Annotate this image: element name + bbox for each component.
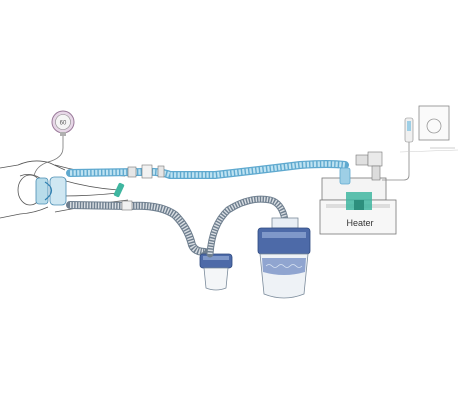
expiratory-limb (66, 201, 209, 256)
pressure-gauge: 60 (33, 110, 75, 177)
water-trap (199, 250, 233, 291)
reservoir-chamber (257, 217, 311, 299)
y-piece (121, 200, 133, 211)
patient-interface (35, 176, 67, 206)
bed-edge (399, 149, 458, 153)
wall-outlet (382, 105, 455, 181)
swivel-connector (113, 182, 125, 198)
heater-label: Heater (346, 218, 373, 228)
temperature-probe (127, 164, 165, 179)
feed-tube (206, 195, 289, 258)
inspiratory-limb (66, 160, 349, 179)
heater-unit: Heater (319, 151, 397, 235)
gauge-reading: 60 (60, 121, 67, 127)
